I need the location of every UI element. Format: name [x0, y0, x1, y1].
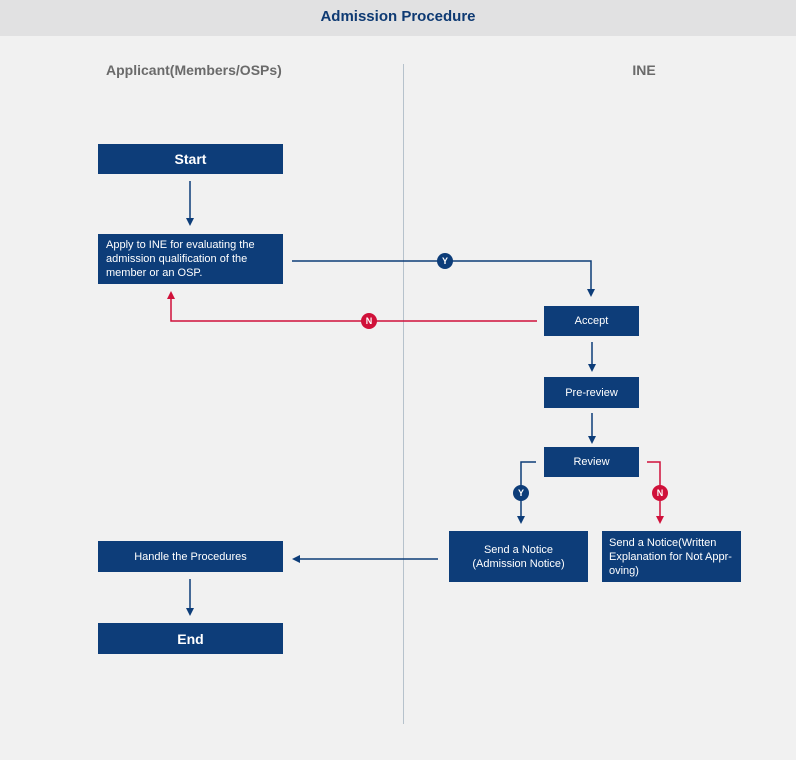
prereview-node: Pre-review — [544, 377, 639, 408]
arrow-accept-to-apply — [167, 291, 537, 322]
review-node: Review — [544, 447, 639, 477]
page-title: Admission Procedure — [320, 8, 476, 25]
apply-node-label: Apply to INE for evaluating the admissio… — [106, 239, 255, 279]
handle-procedures-node-label: Handle the Procedures — [134, 550, 247, 563]
end-node: End — [98, 623, 283, 654]
no-badge-review-written: N — [652, 485, 668, 501]
send-written-notice-node: Send a Notice(Written Explanation for No… — [602, 531, 741, 582]
apply-node: Apply to INE for evaluating the admissio… — [98, 234, 283, 284]
arrow-apply-to-accept — [292, 260, 595, 297]
lane-divider — [403, 64, 404, 724]
accept-node-label: Accept — [574, 315, 609, 327]
start-node: Start — [98, 144, 283, 174]
header-bar: Admission Procedure — [0, 0, 796, 36]
accept-node: Accept — [544, 306, 639, 336]
review-node-label: Review — [573, 456, 610, 468]
handle-procedures-node: Handle the Procedures — [98, 541, 283, 572]
yes-badge-apply-accept: Y — [437, 253, 453, 269]
send-written-notice-node-label: Send a Notice(Written Explanation for No… — [609, 536, 732, 577]
send-notice-node-label: Send a Notice (Admission Notice) — [472, 543, 565, 570]
no-badge-accept-apply: N — [361, 313, 377, 329]
end-node-label: End — [177, 630, 204, 647]
lane-header-ine: INE — [632, 62, 656, 78]
start-node-label: Start — [174, 151, 207, 167]
lane-header-applicant: Applicant(Members/OSPs) — [106, 62, 282, 78]
prereview-node-label: Pre-review — [565, 386, 618, 399]
send-notice-node: Send a Notice (Admission Notice) — [449, 531, 588, 582]
yes-badge-review-notice: Y — [513, 485, 529, 501]
